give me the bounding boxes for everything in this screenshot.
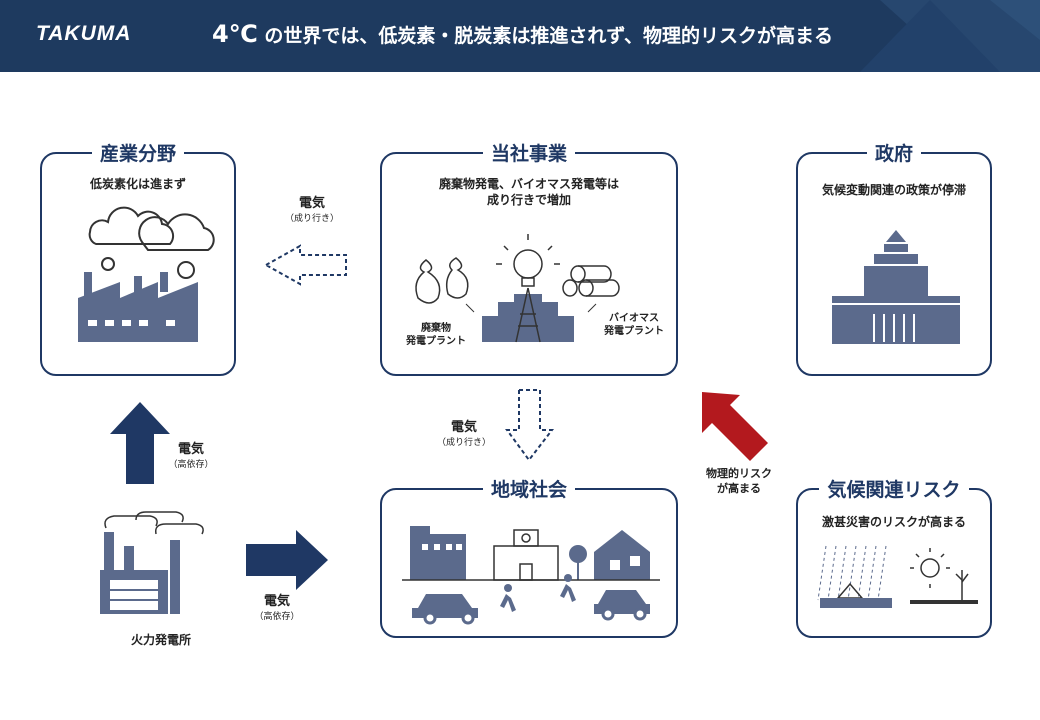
flow-label-to-community: 電気 （成り行き） xyxy=(436,420,491,448)
community-title: 地域社会 xyxy=(482,479,575,501)
power-plant-icons xyxy=(415,234,620,343)
risk-label: 物理的リスク が高まる xyxy=(706,467,772,495)
header-bar: TAKUMA 4℃ の世界では、低炭素・脱炭素は推進されず、物理的リスクが高まる xyxy=(0,0,1040,72)
climate-risk-title: 気候関連リスク xyxy=(819,479,969,501)
community-box: 地域社会 xyxy=(380,479,678,638)
industry-subtitle: 低炭素化は進まず xyxy=(89,177,186,191)
flow-label-power-right: 電気 （高依存） xyxy=(254,594,300,622)
company-subtitle-1: 廃棄物発電、バイオマス発電等は xyxy=(438,177,619,191)
school-icon xyxy=(493,529,559,581)
waste-plant-label: 廃棄物 発電プラント xyxy=(406,323,466,347)
company-title: 当社事業 xyxy=(482,143,575,165)
government-title: 政府 xyxy=(866,143,921,165)
logs-icon xyxy=(562,265,620,297)
pedestrian-icon-2 xyxy=(560,574,576,602)
thermal-power-plant-icon xyxy=(100,511,204,614)
industry-title: 産業分野 xyxy=(91,143,184,165)
lightbulb-icon xyxy=(496,234,560,287)
car-icon xyxy=(412,594,478,625)
flow-label-power-up: 電気 （高依存） xyxy=(168,442,214,470)
industry-box: 産業分野 低炭素化は進まず xyxy=(40,143,236,376)
factory-building-icon xyxy=(410,526,466,580)
disaster-icons xyxy=(817,545,978,608)
takuma-logo: TAKUMA xyxy=(36,22,132,45)
flood-rain-icon xyxy=(817,545,887,601)
town-icons xyxy=(402,526,660,625)
title-temperature: 4℃ xyxy=(212,20,258,48)
house-icon xyxy=(594,530,650,580)
government-box: 政府 気候変動関連の政策が停滞 xyxy=(796,143,992,376)
arrow-to-community xyxy=(505,389,555,462)
climate-risk-subtitle: 激甚災害のリスクが高まる xyxy=(821,515,966,529)
tree-icon xyxy=(569,545,587,580)
page-title: 4℃ の世界では、低炭素・脱炭素は推進されず、物理的リスクが高まる xyxy=(212,20,833,48)
arrow-to-industry xyxy=(263,244,347,286)
company-box: 当社事業 廃棄物発電、バイオマス発電等は 成り行きで増加 xyxy=(380,143,678,376)
header-pattern xyxy=(860,0,1040,72)
car-icon-2 xyxy=(594,590,650,621)
arrow-power-right xyxy=(246,530,328,590)
plant-building-icon xyxy=(482,287,574,343)
title-text: の世界では、低炭素・脱炭素は推進されず、物理的リスクが高まる xyxy=(264,25,834,47)
flow-label-to-industry: 電気 （成り行き） xyxy=(284,196,339,224)
company-subtitle-2: 成り行きで増加 xyxy=(486,193,571,207)
power-plant-label: 火力発電所 xyxy=(130,633,191,647)
government-subtitle: 気候変動関連の政策が停滞 xyxy=(821,183,966,197)
parliament-icon xyxy=(832,230,960,344)
pedestrian-icon-1 xyxy=(500,584,516,612)
biomass-plant-label: バイオマス 発電プラント xyxy=(604,313,664,337)
factory-icon xyxy=(78,206,215,342)
climate-risk-box: 気候関連リスク 激甚災害のリスクが高まる xyxy=(796,479,992,638)
waste-bag-icon xyxy=(415,257,469,304)
arrow-risk xyxy=(702,392,768,461)
sun-drought-icon xyxy=(910,548,969,600)
